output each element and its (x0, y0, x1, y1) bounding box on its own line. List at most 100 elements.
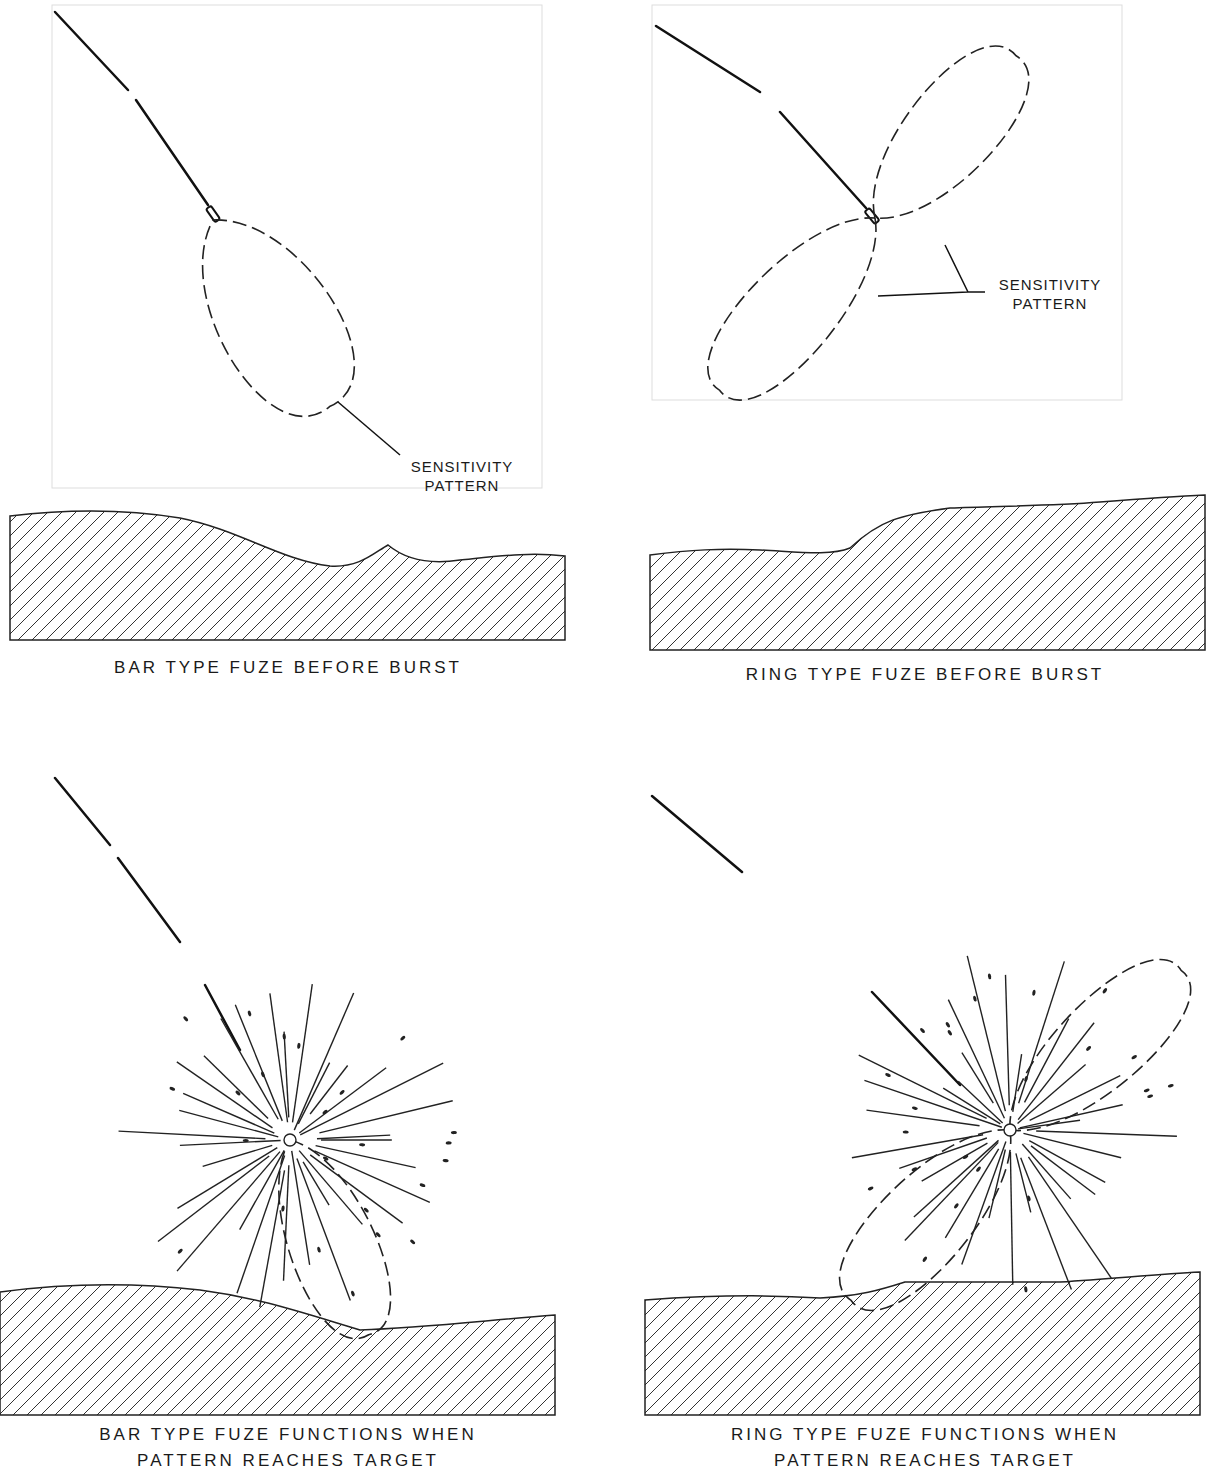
fragment (317, 1246, 322, 1253)
fragment (973, 995, 978, 1002)
burst-ray (292, 1151, 310, 1265)
burst-ray (300, 1063, 443, 1135)
burst-ray (177, 1152, 280, 1272)
burst-ray (1016, 1153, 1031, 1212)
fragment (912, 1106, 919, 1110)
fragment (419, 1183, 426, 1188)
burst (119, 956, 1177, 1307)
fragment (1143, 1088, 1150, 1093)
fragment (297, 1043, 301, 1049)
burst-ray (119, 1131, 266, 1139)
burst-ray (962, 1141, 1006, 1264)
burst-ray (1019, 961, 1065, 1103)
sensitivity-lobe (980, 938, 1208, 1162)
burst-ray (1020, 1105, 1123, 1128)
fragment (1085, 1045, 1091, 1052)
fragment (243, 1139, 249, 1142)
burst-ray (1010, 1152, 1012, 1285)
burst-ray (958, 1081, 1002, 1123)
burst-ray (297, 1158, 350, 1300)
sensitivity-lobe (841, 26, 1050, 248)
fragment (169, 1086, 176, 1091)
fragment (322, 1156, 329, 1162)
panel-caption: RING TYPE FUZE FUNCTIONS WHEN PATTERN RE… (705, 1422, 1145, 1473)
fragment (177, 1248, 183, 1255)
burst-ray (183, 1093, 274, 1133)
burst-ray (899, 1138, 987, 1168)
burst-ray (180, 1140, 281, 1145)
burst-ray (204, 1056, 268, 1119)
burst-ray (319, 1101, 452, 1133)
burst-ray (1028, 1157, 1111, 1278)
fragment (409, 1239, 416, 1245)
burst-ray (203, 1145, 273, 1166)
burst-ray (317, 1135, 390, 1139)
panel-caption: RING TYPE FUZE BEFORE BURST (665, 662, 1185, 688)
fragment (375, 1231, 381, 1238)
sensitivity-lobe (818, 1099, 1043, 1331)
fragment (363, 1207, 370, 1213)
fragment (1147, 1094, 1154, 1099)
burst-ray (1029, 1141, 1105, 1183)
fragment (962, 1154, 969, 1160)
fragment (183, 1015, 189, 1022)
fragment (988, 973, 992, 979)
burst-ray (967, 956, 1005, 1111)
burst-ray (158, 1156, 269, 1242)
fragment (975, 1166, 981, 1173)
burst-ray (294, 993, 353, 1130)
burst-ray (284, 1032, 289, 1118)
burst-ray (1018, 1120, 1080, 1129)
burst-ray (1021, 1158, 1072, 1290)
fragment (1167, 1083, 1174, 1088)
burst-ray (299, 1068, 386, 1133)
fragment (322, 1109, 329, 1115)
burst-ray (948, 1000, 1004, 1119)
burst-ray (1013, 1054, 1022, 1112)
fragment (260, 1071, 265, 1078)
fragment (281, 1205, 285, 1211)
sensitivity-lobe (163, 189, 379, 438)
burst-ray (1030, 1076, 1121, 1121)
fragment (247, 1010, 252, 1017)
burst-ray (316, 1146, 416, 1168)
fragment (400, 1035, 407, 1041)
burst-ray (298, 1063, 329, 1124)
fragment (359, 1143, 365, 1147)
burst-ray (1005, 975, 1009, 1105)
fragment (350, 1290, 355, 1297)
fragment (953, 1202, 959, 1209)
fragment (1024, 1286, 1028, 1292)
fragment (235, 1090, 242, 1096)
fragment (867, 1186, 874, 1191)
burst-ray (1031, 1146, 1095, 1195)
shell (206, 206, 879, 224)
sensitivity-lobe (163, 26, 1208, 1352)
fragment (1102, 987, 1108, 994)
panel-caption: BAR TYPE FUZE FUNCTIONS WHEN PATTERN REA… (73, 1422, 503, 1473)
fragment (885, 1072, 892, 1077)
burst-ray (321, 1139, 392, 1140)
burst-center (1004, 1124, 1016, 1136)
burst-ray (859, 1055, 987, 1118)
panel-frames (52, 5, 1122, 488)
burst-ray (852, 1135, 983, 1158)
burst-center (284, 1134, 296, 1146)
burst-ray (1018, 1023, 1094, 1120)
burst-ray (314, 1151, 429, 1202)
pattern-label: SENSITIVITY PATTERN (397, 458, 527, 496)
trajectory (55, 12, 960, 1085)
fragment (282, 1033, 286, 1039)
pattern-label: SENSITIVITY PATTERN (985, 276, 1115, 314)
burst-ray (177, 1148, 277, 1209)
burst-ray (866, 1110, 979, 1126)
fragment (903, 1130, 909, 1133)
burst-ray (284, 1165, 289, 1280)
burst-ray (1025, 1019, 1069, 1103)
burst-ray (177, 1062, 273, 1128)
fragment (919, 1027, 925, 1034)
fragment (947, 1029, 953, 1036)
leader-line (338, 245, 985, 455)
